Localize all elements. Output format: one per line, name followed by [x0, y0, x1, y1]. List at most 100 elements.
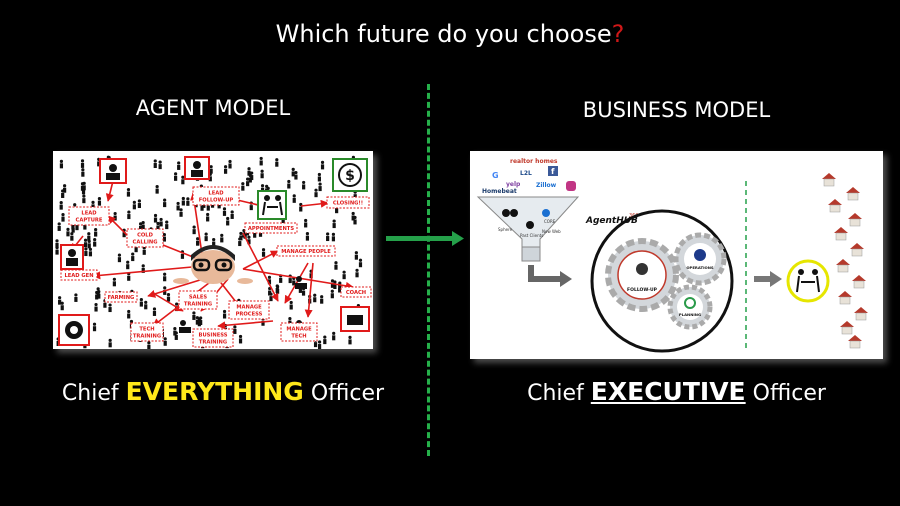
house-icon — [834, 227, 848, 241]
svg-text:SALES: SALES — [189, 295, 208, 301]
lead-funnel: Sphere Past Clients CORE New Web — [476, 196, 580, 262]
business-model-footer: Chief EXECUTIVE Officer — [470, 377, 883, 406]
l2l-logo: L2L — [520, 170, 532, 177]
follow-up-gear-icon: FOLLOW-UP — [605, 238, 679, 312]
svg-text:TRAINING: TRAINING — [133, 334, 161, 340]
house-icon — [848, 335, 862, 349]
zillow-logo: Zillow — [536, 182, 557, 189]
svg-text:LEAD: LEAD — [81, 211, 97, 217]
svg-text:TRAINING: TRAINING — [184, 302, 212, 308]
house-icon — [848, 213, 862, 227]
svg-text:FOLLOW-UP: FOLLOW-UP — [199, 198, 234, 204]
agent-model-chaos-svg: $ — [55, 155, 372, 349]
business-model-diagram: realtor homes L2L f G yelp Zillow Homebe… — [470, 151, 883, 359]
business-model-svg: realtor homes L2L f G yelp Zillow Homebe… — [476, 158, 868, 353]
footer-right-suffix: Officer — [745, 381, 826, 406]
handshake-icon — [257, 190, 287, 220]
node-coach: COACH — [340, 286, 372, 298]
headset-icon — [184, 156, 210, 180]
svg-text:OPERATIONS: OPERATIONS — [686, 265, 714, 270]
instagram-icon — [566, 181, 576, 191]
slide-title-text: Which future do you choose — [275, 20, 612, 48]
center-divider — [427, 84, 430, 456]
house-icon — [846, 187, 860, 201]
slide-title: Which future do you choose? — [0, 20, 900, 48]
svg-text:BUSINESS: BUSINESS — [199, 333, 228, 339]
lead-source-logos: realtor homes L2L f G yelp Zillow Homebe… — [482, 158, 576, 195]
house-icon — [850, 243, 864, 257]
agent-model-heading: AGENT MODEL — [135, 96, 291, 120]
svg-text:CLOSING!!: CLOSING!! — [333, 201, 363, 207]
house-icon — [836, 259, 850, 273]
svg-text:CALLING: CALLING — [133, 240, 158, 246]
footer-left-prefix: Chief — [61, 381, 126, 406]
agent-model-footer: Chief EVERYTHING Officer — [53, 377, 393, 406]
svg-text:FARMING: FARMING — [108, 295, 135, 301]
google-icon: G — [492, 171, 499, 180]
svg-text:COLD: COLD — [137, 233, 154, 239]
transition-arrow-icon — [386, 231, 464, 246]
funnel-label-core: CORE — [544, 219, 556, 224]
footer-right-prefix: Chief — [527, 381, 591, 406]
svg-text:LEAD: LEAD — [208, 191, 224, 197]
house-icon — [852, 275, 866, 289]
svg-text:MANAGE: MANAGE — [236, 305, 262, 311]
house-icon — [838, 291, 852, 305]
gear-bug-icon — [58, 314, 90, 346]
operations-gear-icon: OPERATIONS — [673, 232, 727, 286]
house-icon — [822, 173, 836, 187]
house-icon — [828, 199, 842, 213]
node-lead-gen: LEAD GEN — [60, 269, 98, 281]
homebeat-logo: Homebeat — [482, 188, 517, 195]
slide-title-question-mark: ? — [611, 20, 625, 48]
svg-text:MANAGE: MANAGE — [286, 327, 312, 333]
svg-text:COACH: COACH — [346, 290, 366, 296]
footer-left-highlight: EVERYTHING — [125, 377, 304, 406]
footer-left-suffix: Officer — [303, 381, 385, 406]
svg-text:CAPTURE: CAPTURE — [76, 218, 103, 224]
facebook-icon — [548, 166, 558, 176]
node-appointments: APPOINTMENTS — [244, 222, 298, 234]
system-circle — [590, 209, 734, 353]
funnel-label-sphere: Sphere — [498, 227, 513, 232]
svg-text:$: $ — [345, 168, 355, 184]
coach-meeting-icon — [340, 306, 370, 332]
svg-text:TECH: TECH — [291, 334, 306, 340]
realtor-logo: realtor homes — [510, 158, 558, 165]
planning-gear-icon: PLANNING — [667, 284, 713, 330]
svg-text:MANAGE PEOPLE: MANAGE PEOPLE — [281, 249, 331, 255]
svg-text:TRAINING: TRAINING — [199, 340, 227, 346]
funnel-label-new-web: New Web — [542, 229, 561, 234]
node-manage-people: MANAGE PEOPLE — [276, 245, 336, 257]
svg-text:PLANNING: PLANNING — [679, 312, 701, 317]
svg-text:AgentHUB: AgentHUB — [585, 216, 638, 226]
client-handshake-icon — [786, 259, 830, 303]
dollar-sign-icon: $ — [332, 158, 368, 192]
house-icons — [822, 173, 868, 349]
svg-text:LEAD GEN: LEAD GEN — [64, 273, 93, 279]
svg-text:FOLLOW-UP: FOLLOW-UP — [627, 287, 658, 293]
svg-text:TECH: TECH — [139, 327, 154, 333]
node-closing: CLOSING!! — [326, 196, 370, 209]
house-icon — [854, 307, 868, 321]
svg-text:APPOINTMENTS: APPOINTMENTS — [248, 226, 294, 232]
footer-right-highlight: EXECUTIVE — [590, 377, 746, 406]
support-agent-icon — [99, 158, 127, 184]
stressed-agent-face — [173, 245, 253, 284]
funnel-to-gears-arrow-icon — [528, 265, 562, 282]
node-farming: FARMING — [104, 291, 138, 303]
lead-gen-person-icon — [60, 244, 84, 270]
svg-text:PROCESS: PROCESS — [236, 312, 263, 318]
business-model-heading: BUSINESS MODEL — [582, 98, 771, 122]
yelp-logo: yelp — [506, 181, 521, 188]
house-icon — [840, 321, 854, 335]
